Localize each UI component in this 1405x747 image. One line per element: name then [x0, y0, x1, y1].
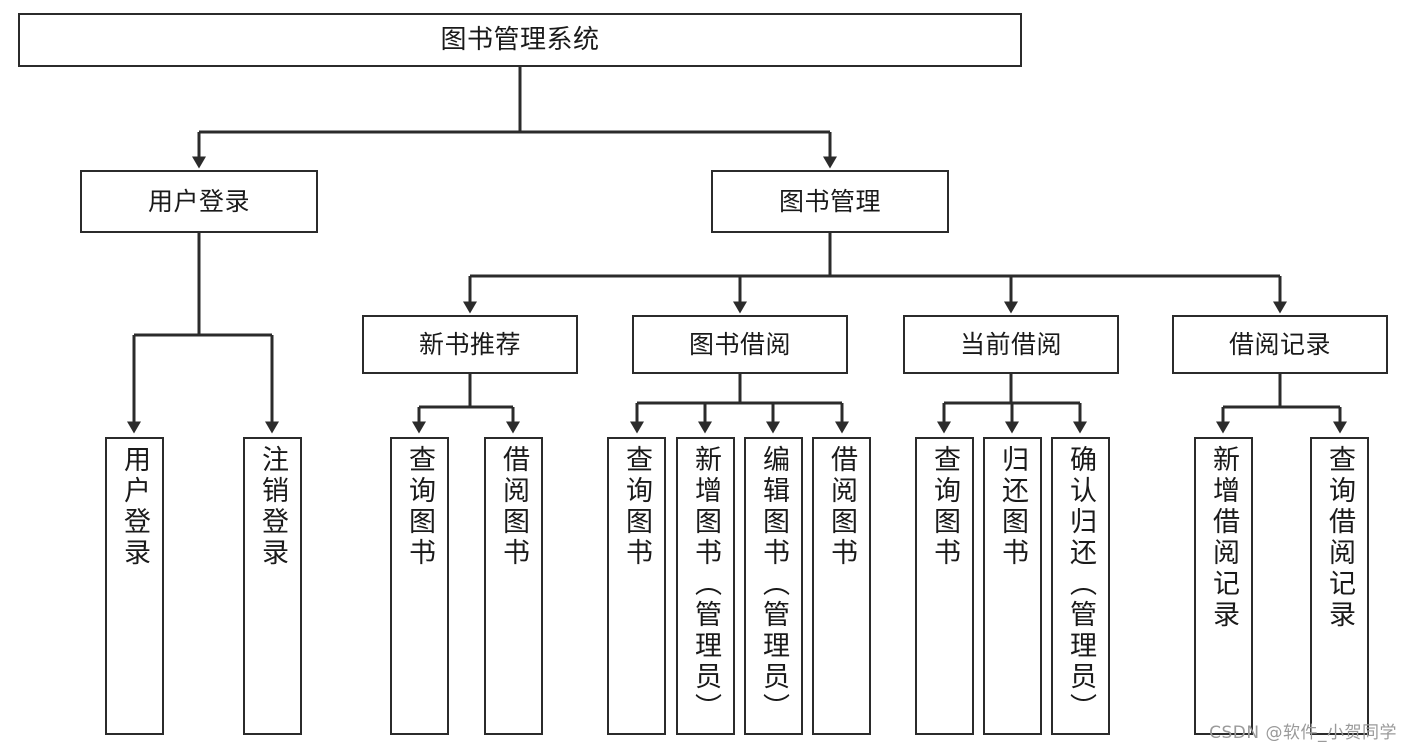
node-label: 新增图书（管理员）: [690, 445, 721, 724]
node-label: 用户登录: [147, 186, 250, 216]
node-label: 图书借阅: [688, 329, 791, 359]
node-new-book-recommend[interactable]: 新书推荐: [362, 315, 578, 374]
node-label: 借阅图书: [498, 445, 529, 569]
leaf-borrow-borrow-book[interactable]: 借阅图书: [812, 437, 871, 735]
leaf-newbook-query-book[interactable]: 查询图书: [390, 437, 449, 735]
node-label: 确认归还（管理员）: [1065, 445, 1096, 724]
node-label: 借阅图书: [826, 445, 857, 569]
node-label: 注销登录: [257, 445, 288, 569]
node-label: 查询图书: [621, 445, 652, 569]
node-label: 用户登录: [119, 445, 150, 569]
node-label: 新书推荐: [418, 329, 521, 359]
leaf-user-login[interactable]: 用户登录: [105, 437, 164, 735]
node-label: 编辑图书（管理员）: [758, 445, 789, 724]
node-current-borrow[interactable]: 当前借阅: [903, 315, 1119, 374]
node-root-system[interactable]: 图书管理系统: [18, 13, 1022, 67]
leaf-record-query-record[interactable]: 查询借阅记录: [1310, 437, 1369, 735]
leaf-borrow-add-book-admin[interactable]: 新增图书（管理员）: [676, 437, 735, 735]
node-book-management[interactable]: 图书管理: [711, 170, 949, 233]
leaf-current-confirm-return-admin[interactable]: 确认归还（管理员）: [1051, 437, 1110, 735]
node-label: 查询借阅记录: [1324, 445, 1355, 631]
node-borrow-record[interactable]: 借阅记录: [1172, 315, 1388, 374]
node-label: 图书管理系统: [440, 24, 600, 55]
node-label: 图书管理: [778, 186, 881, 216]
node-label: 归还图书: [997, 445, 1028, 569]
leaf-logout[interactable]: 注销登录: [243, 437, 302, 735]
node-label: 查询图书: [929, 445, 960, 569]
node-book-borrow[interactable]: 图书借阅: [632, 315, 848, 374]
node-label: 新增借阅记录: [1208, 445, 1239, 631]
watermark: CSDN @软件_小贺同学: [1209, 723, 1397, 743]
leaf-record-add-record[interactable]: 新增借阅记录: [1194, 437, 1253, 735]
node-label: 当前借阅: [959, 329, 1062, 359]
leaf-borrow-edit-book-admin[interactable]: 编辑图书（管理员）: [744, 437, 803, 735]
node-label: 借阅记录: [1228, 329, 1331, 359]
leaf-current-query-book[interactable]: 查询图书: [915, 437, 974, 735]
node-label: 查询图书: [404, 445, 435, 569]
leaf-current-return-book[interactable]: 归还图书: [983, 437, 1042, 735]
leaf-borrow-query-book[interactable]: 查询图书: [607, 437, 666, 735]
leaf-newbook-borrow-book[interactable]: 借阅图书: [484, 437, 543, 735]
node-user-login[interactable]: 用户登录: [80, 170, 318, 233]
